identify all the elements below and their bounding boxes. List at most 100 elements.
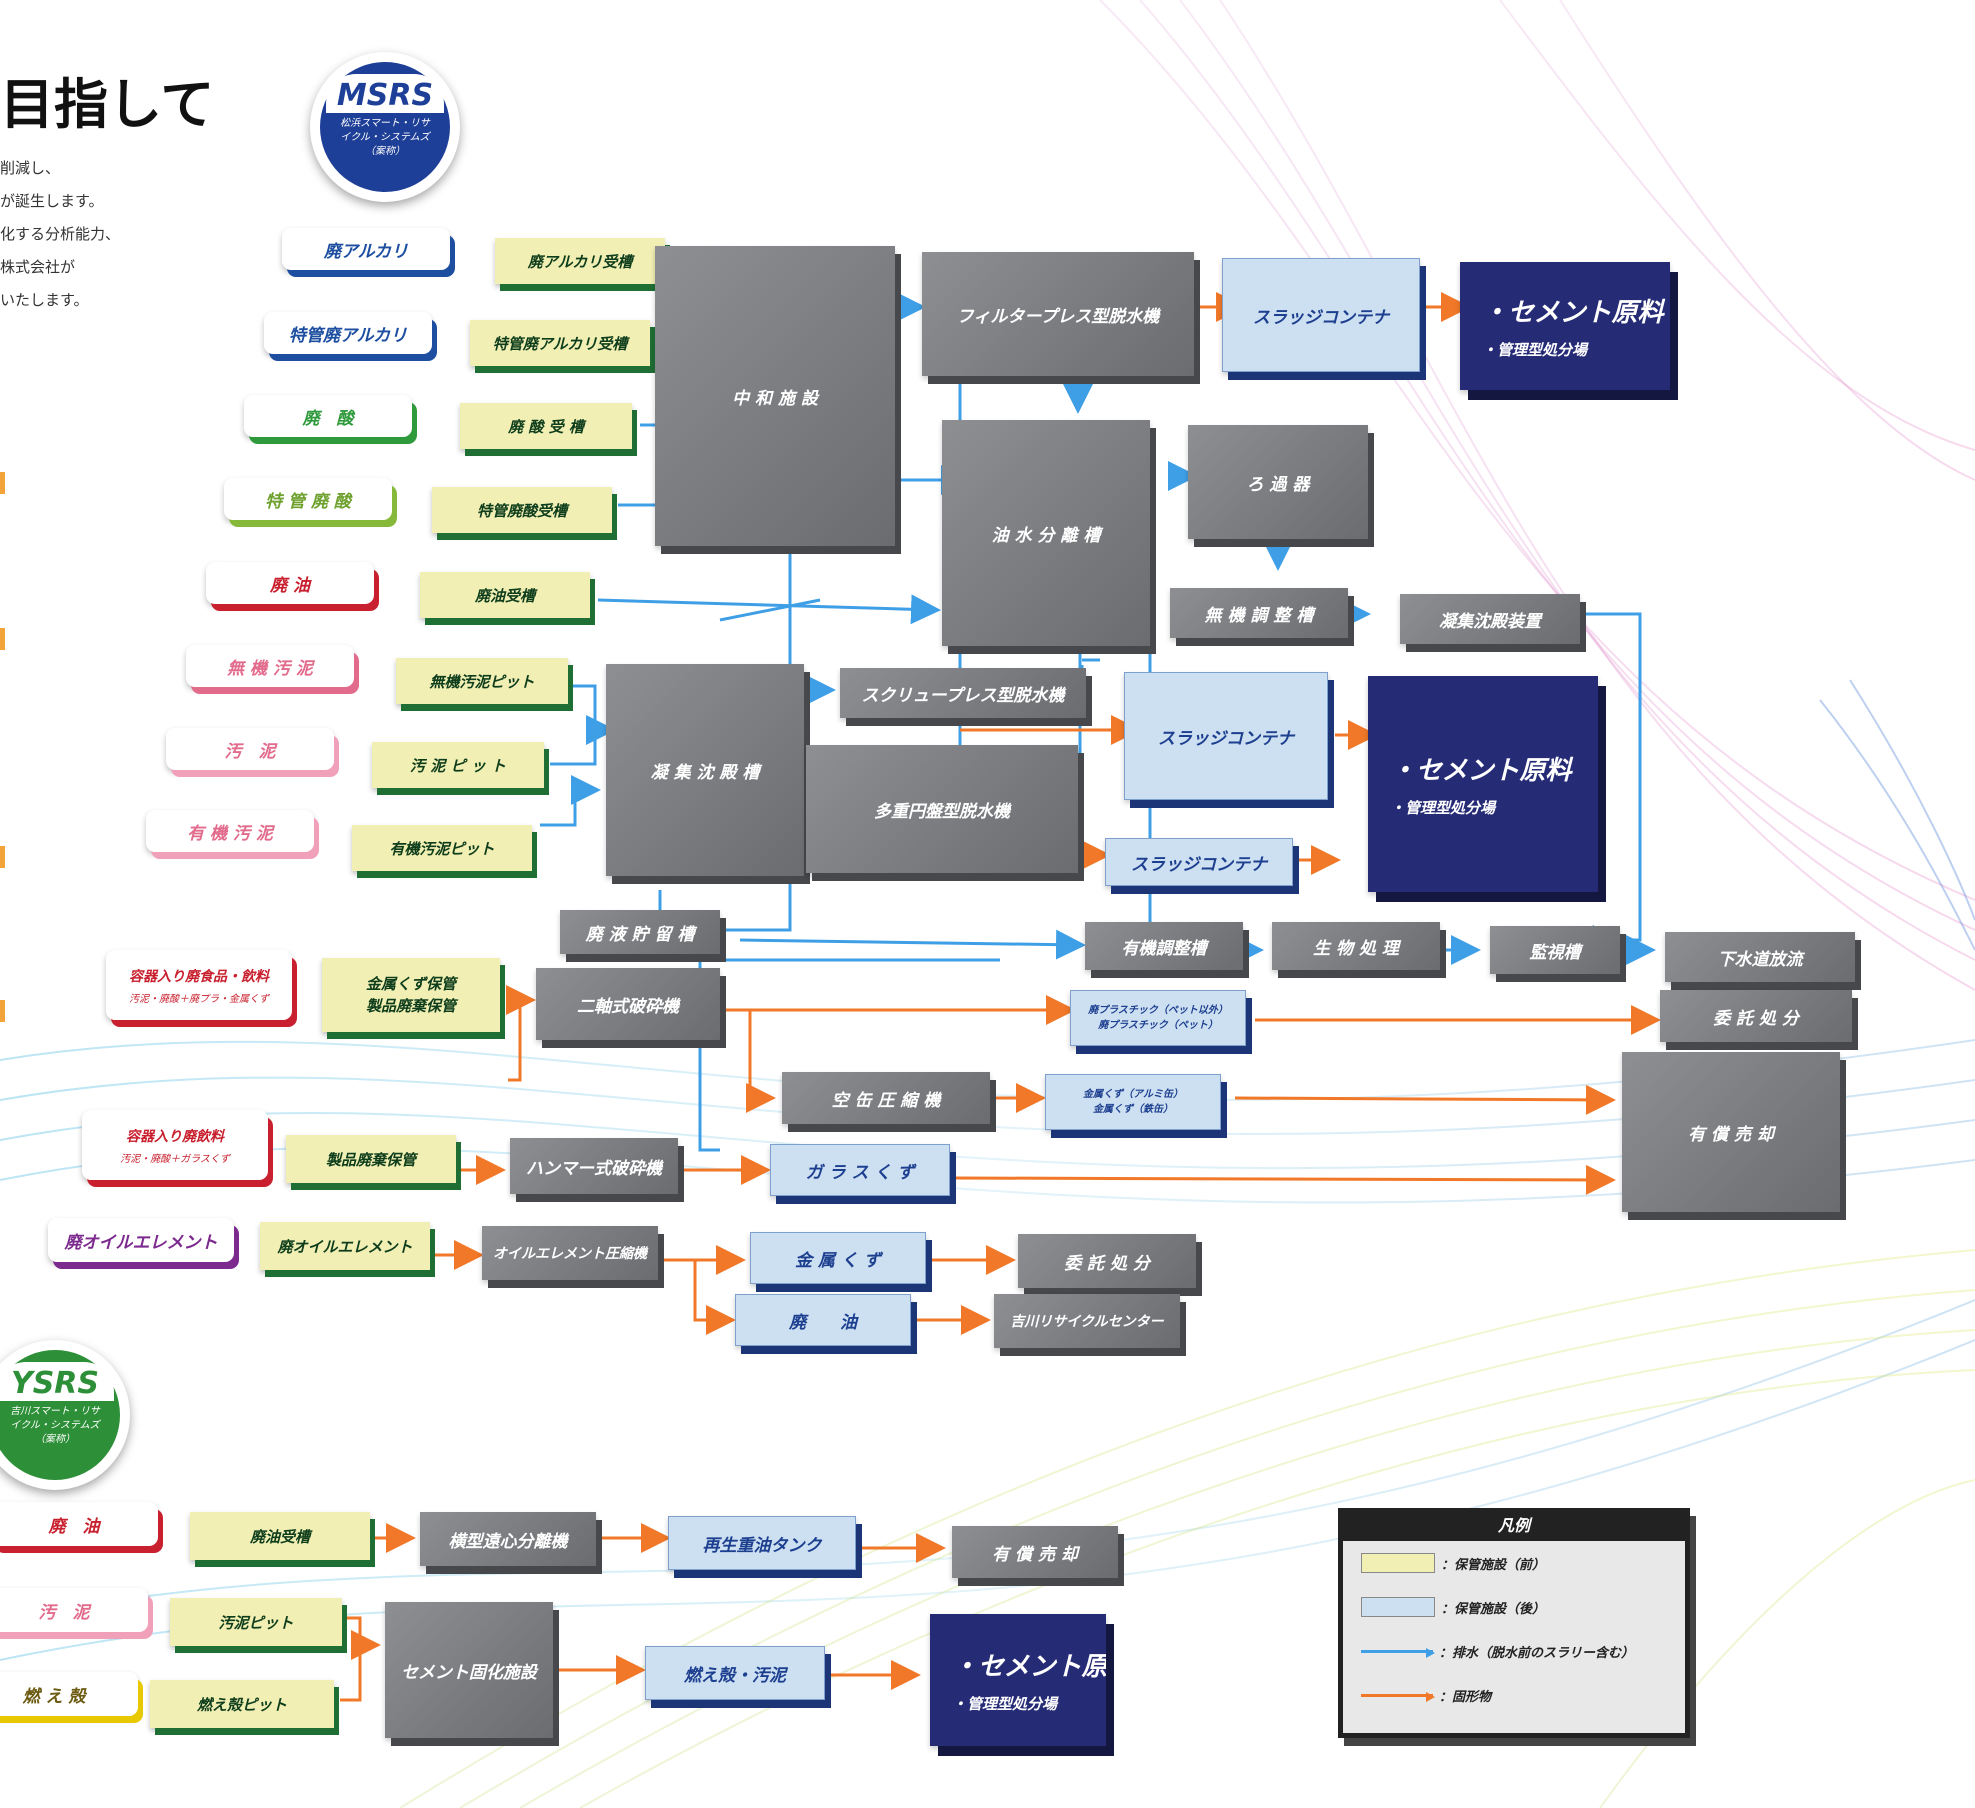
legend-line-blue [1361, 1647, 1435, 1658]
intro-line: が誕生します。 [0, 192, 104, 210]
sludge-container-3: スラッジコンテナ [1105, 838, 1293, 886]
legend-swatch-yellow [1361, 1553, 1435, 1573]
source-container-food: 容器入り廃食品・飲料 汚泥・廃酸＋廃プラ・金属くず [106, 950, 292, 1020]
msrs-badge-desc: 松浜スマート・リサイクル・システムズ（案称） [340, 118, 430, 157]
source-waste-oil: 廃 油 [206, 562, 374, 604]
pit-sludge: 汚 泥 ピ ッ ト [372, 742, 544, 788]
storage-metal-label: 金属くず保管 [365, 975, 456, 993]
sidebar-marker [0, 628, 5, 650]
process-bio: 生 物 処 理 [1272, 922, 1440, 970]
process-neutralization: 中 和 施 設 [655, 246, 895, 546]
process-screw-press: スクリュープレス型脱水機 [840, 668, 1086, 718]
pit-inorganic-sludge: 無機汚泥ピット [396, 658, 568, 704]
storage-cinder-sludge: 燃え殻・汚泥 [645, 1646, 825, 1700]
storage-regen-oil: 再生重油タンク [668, 1516, 856, 1570]
product-cement-3-sub: ・管理型処分場 [952, 1695, 1058, 1713]
process-monitor: 監視槽 [1490, 926, 1620, 974]
process-sewer: 下水道放流 [1665, 932, 1855, 982]
process-filter-press: フィルタープレス型脱水機 [922, 252, 1194, 376]
storage-metal-scrap: 金 属 く ず [750, 1232, 926, 1284]
product-cement-3-main: ・セメント原料 [952, 1652, 1106, 1682]
product-cement-3: ・セメント原料 ・管理型処分場 [930, 1614, 1106, 1746]
storage-product-label: 製品廃棄保管 [365, 997, 456, 1015]
source-special-alkali: 特管廃アルカリ [264, 312, 432, 354]
process-filter: ろ 過 器 [1188, 425, 1368, 539]
msrs-badge: MSRS 松浜スマート・リサイクル・システムズ（案称） [310, 52, 460, 202]
source-y-cinder: 燃 え 殻 [0, 1672, 138, 1716]
storage-metal-product: 金属くず保管 製品廃棄保管 [322, 958, 500, 1032]
tank-acid: 廃 酸 受 槽 [460, 403, 632, 449]
process-cement-solid: セメント固化施設 [385, 1602, 553, 1738]
process-multi-disc: 多重円盤型脱水機 [806, 745, 1078, 873]
process-twin-crusher: 二軸式破砕機 [536, 968, 720, 1040]
process-oil-water: 油 水 分 離 槽 [942, 420, 1150, 646]
product-cement-2-sub: ・管理型処分場 [1390, 799, 1496, 817]
legend-title: 凡例 [1343, 1513, 1685, 1541]
storage-metal-1: 金属くず（アルミ缶） [1083, 1089, 1183, 1100]
legend: 凡例 ：保管施設（前） ：保管施設（後） ：排水（脱水前のスラリー含む） ：固形… [1338, 1508, 1690, 1738]
process-element-press: オイルエレメント圧縮機 [482, 1226, 658, 1280]
intro-line: 化する分析能力、 [0, 225, 121, 243]
page-heading: 目指して [0, 72, 215, 136]
storage-oil: 廃 油 [735, 1294, 911, 1346]
source-container-drink-title: 容器入り廃飲料 [126, 1128, 224, 1145]
legend-row-before: ：保管施設（前） [1343, 1541, 1685, 1585]
storage-metal-2: 金属くず（鉄缶） [1093, 1104, 1173, 1115]
process-y-sale: 有 償 売 却 [952, 1526, 1118, 1578]
sidebar-marker [0, 846, 5, 868]
product-cement-2: ・セメント原料 ・管理型処分場 [1368, 676, 1598, 892]
process-consign-1: 委 託 処 分 [1660, 990, 1852, 1042]
source-organic-sludge: 有 機 汚 泥 [146, 810, 314, 852]
storage-plastic-2: 廃プラスチック（ペット） [1098, 1020, 1218, 1031]
product-cement-1-sub: ・管理型処分場 [1482, 341, 1588, 359]
tank-alkali: 廃アルカリ受槽 [495, 238, 665, 284]
product-cement-1: ・セメント原料 ・管理型処分場 [1460, 262, 1670, 390]
storage-plastic-1: 廃プラスチック（ペット以外） [1088, 1005, 1228, 1016]
sludge-container-1: スラッジコンテナ [1222, 258, 1420, 372]
ysrs-badge-code: YSRS [0, 1362, 114, 1401]
process-organic-adjust: 有機調整槽 [1085, 922, 1243, 970]
sludge-container-2: スラッジコンテナ [1124, 672, 1328, 800]
legend-row-drain: ：排水（脱水前のスラリー含む） [1343, 1629, 1685, 1673]
legend-row-after: ：保管施設（後） [1343, 1585, 1685, 1629]
storage-plastic: 廃プラスチック（ペット以外） 廃プラスチック（ペット） [1070, 990, 1246, 1046]
sidebar-marker [0, 1000, 5, 1022]
source-container-food-sub: 汚泥・廃酸＋廃プラ・金属くず [129, 993, 269, 1005]
legend-after-label: ：保管施設（後） [1441, 1601, 1546, 1617]
process-hammer: ハンマー式破砕機 [510, 1138, 678, 1194]
source-y-sludge: 汚 泥 [0, 1588, 148, 1632]
source-special-acid: 特 管 廃 酸 [224, 478, 392, 520]
intro-line: 株式会社が [0, 258, 76, 276]
pit-y-cinder: 燃え殻ピット [150, 1680, 334, 1728]
legend-solid-label: ：固形物 [1439, 1689, 1492, 1705]
storage-metal-cans: 金属くず（アルミ缶） 金属くず（鉄缶） [1045, 1074, 1221, 1130]
sidebar-marker [0, 472, 5, 494]
process-consign-2: 委 託 処 分 [1018, 1234, 1196, 1288]
intro-line: 削減し、 [0, 159, 61, 177]
process-centrifuge: 横型遠心分離機 [420, 1512, 596, 1566]
process-inorganic-adjust: 無 機 調 整 槽 [1170, 588, 1348, 638]
tank-oil: 廃油受槽 [420, 572, 590, 618]
source-sludge: 汚 泥 [166, 728, 334, 770]
process-sale-1: 有 償 売 却 [1622, 1052, 1840, 1212]
source-waste-acid: 廃 酸 [244, 395, 412, 437]
intro-line: いたします。 [0, 291, 89, 309]
source-oil-element: 廃オイルエレメント [48, 1218, 234, 1262]
source-waste-alkali: 廃アルカリ [282, 228, 450, 270]
product-cement-2-main: ・セメント原料 [1390, 756, 1572, 786]
source-container-drink-sub: 汚泥・廃酸＋ガラスくず [120, 1153, 230, 1165]
ysrs-badge-desc: 吉川スマート・リサイクル・システムズ（案称） [10, 1406, 100, 1445]
process-waste-liquid: 廃 液 貯 留 槽 [560, 910, 720, 954]
source-y-waste-oil: 廃 油 [0, 1502, 158, 1546]
intro-text: 削減し、 が誕生します。 化する分析能力、 株式会社が いたします。 [0, 152, 220, 317]
tank-special-alkali: 特管廃アルカリ受槽 [470, 320, 650, 366]
storage-oil-element: 廃オイルエレメント [260, 1222, 430, 1270]
source-inorganic-sludge: 無 機 汚 泥 [186, 645, 354, 687]
process-coag-device: 凝集沈殿装置 [1400, 594, 1580, 644]
pit-organic-sludge: 有機汚泥ピット [352, 825, 532, 871]
product-cement-1-main: ・セメント原料 [1482, 298, 1664, 328]
ysrs-badge: YSRS 吉川スマート・リサイクル・システムズ（案称） [0, 1340, 130, 1490]
legend-swatch-blue [1361, 1597, 1435, 1617]
source-container-food-title: 容器入り廃食品・飲料 [129, 968, 269, 985]
